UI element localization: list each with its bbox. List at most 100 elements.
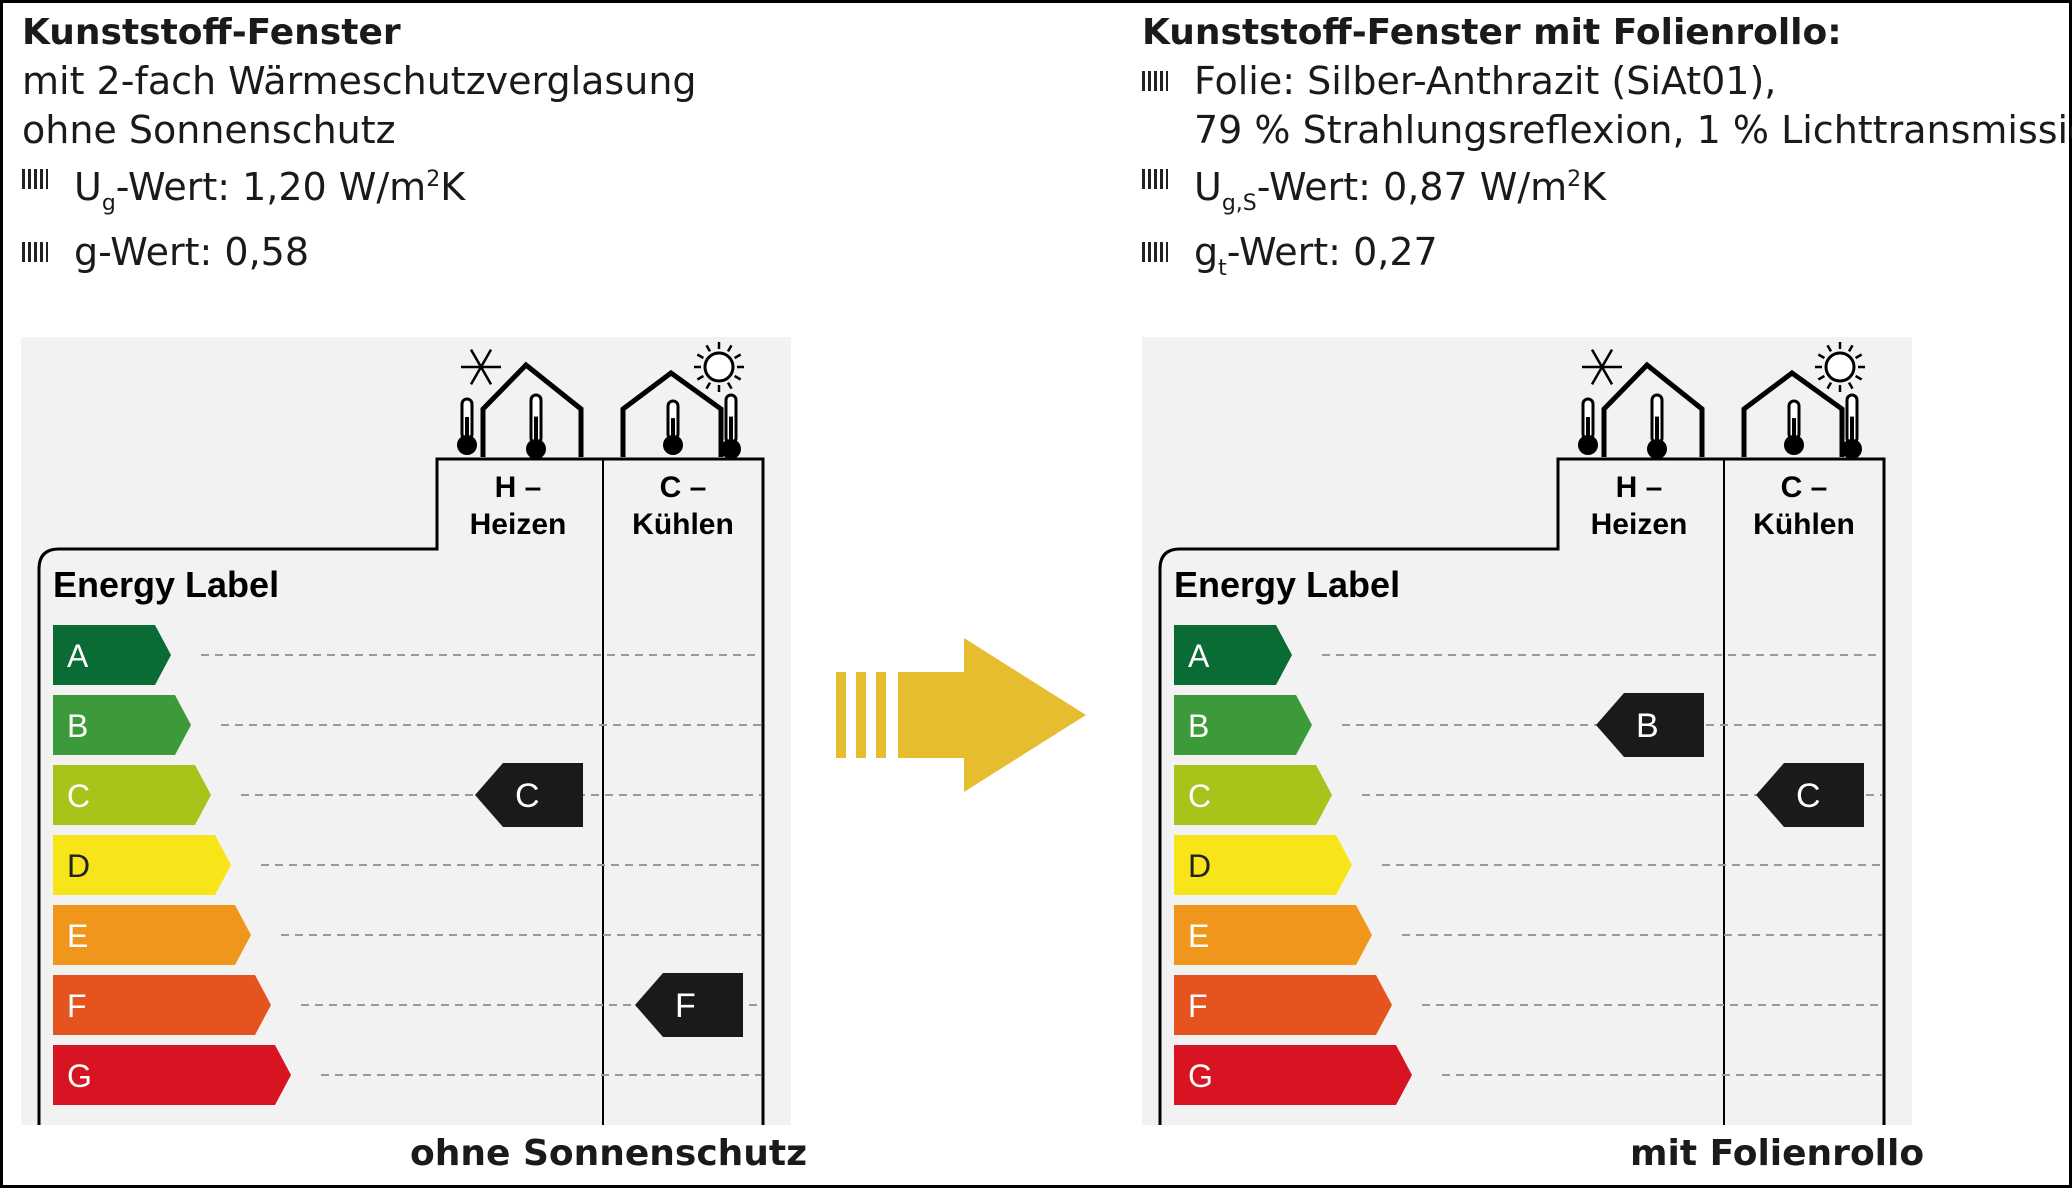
class-bar-b xyxy=(1174,695,1312,755)
sun-ray xyxy=(733,353,742,360)
class-label-d: D xyxy=(67,848,90,884)
sun-ray xyxy=(696,374,705,381)
sun-ray xyxy=(733,374,742,381)
sun-ray xyxy=(726,381,733,390)
thermometer-level xyxy=(671,418,675,443)
energy-label-title: Energy Label xyxy=(53,564,279,605)
cooling-header-line2: Kühlen xyxy=(1753,508,1855,541)
class-label-b: B xyxy=(67,708,88,744)
right-description: Kunststoff-Fenster mit Folienrollo: Foli… xyxy=(1142,8,2072,293)
thermometer-bulb xyxy=(1842,439,1862,459)
thermometer-bulb xyxy=(721,439,741,459)
class-bar-a xyxy=(53,625,171,685)
snowflake-icon xyxy=(469,349,493,385)
thermometer-level xyxy=(465,417,469,443)
label-outline xyxy=(37,457,765,1125)
class-label-e: E xyxy=(67,918,88,954)
class-label-f: F xyxy=(1188,988,1208,1024)
class-bar-g xyxy=(53,1045,291,1105)
cooling-rating-marker xyxy=(635,973,743,1037)
class-label-g: G xyxy=(67,1058,92,1094)
thermometer-level xyxy=(1655,416,1659,447)
thermometer-level xyxy=(1586,417,1590,443)
right-line1: Folie: Silber-Anthrazit (SiAt01), xyxy=(1142,57,2072,106)
heating-header-line2: Heizen xyxy=(470,508,567,541)
caption-right: mit Folienrollo xyxy=(1630,1133,1925,1174)
left-line2: ohne Sonnenschutz xyxy=(22,108,396,152)
class-bar-d xyxy=(1174,835,1352,895)
class-bar-f xyxy=(53,975,271,1035)
cooling-header-line1: C – xyxy=(660,471,707,504)
heating-rating-marker-label: C xyxy=(515,777,540,815)
heating-header-line2: Heizen xyxy=(1591,508,1688,541)
class-label-d: D xyxy=(1188,848,1211,884)
class-label-f: F xyxy=(67,988,87,1024)
house-cooling-icon xyxy=(1741,369,1845,457)
house-heating-icon xyxy=(480,361,584,457)
sun-ray xyxy=(1854,353,1863,360)
sun-ray xyxy=(1854,374,1863,381)
class-bar-e xyxy=(1174,905,1372,965)
cooling-header-line2: Kühlen xyxy=(632,508,734,541)
class-bar-c xyxy=(1174,765,1332,825)
bullet-icon xyxy=(22,242,48,262)
sun-ray xyxy=(1847,344,1854,353)
sun-ray xyxy=(1847,381,1854,390)
class-bar-g xyxy=(1174,1045,1412,1105)
class-label-a: A xyxy=(67,638,89,674)
sun-ray xyxy=(1826,381,1833,390)
left-g-value: g-Wert: 0,58 xyxy=(22,228,697,277)
thermometer-bulb xyxy=(457,435,477,455)
cooling-rating-marker-label: F xyxy=(675,987,696,1025)
arrow-stripe xyxy=(836,672,846,758)
sun-ray xyxy=(726,344,733,353)
right-ug-value: Ug,S-Wert: 0,87 W/m2K xyxy=(1142,155,2072,228)
sun-ray xyxy=(1826,344,1833,353)
thermometer-level xyxy=(534,416,538,447)
sun-ray xyxy=(1817,353,1826,360)
left-line1: mit 2-fach Wärmeschutzverglasung xyxy=(22,59,697,103)
transition-arrow-icon xyxy=(836,638,1086,792)
right-g-value: gt-Wert: 0,27 xyxy=(1142,228,2072,293)
bullet-icon xyxy=(1142,71,1168,91)
thermometer-level xyxy=(1850,416,1854,447)
class-label-e: E xyxy=(1188,918,1209,954)
thermometer-bulb xyxy=(1784,435,1804,455)
snowflake-icon xyxy=(1590,349,1614,385)
caption-left: ohne Sonnenschutz xyxy=(410,1133,808,1174)
left-ug-value: Ug-Wert: 1,20 W/m2K xyxy=(22,155,697,228)
left-title: Kunststoff-Fenster xyxy=(22,12,401,53)
heating-rating-marker xyxy=(475,763,583,827)
class-bar-b xyxy=(53,695,191,755)
arrow-head xyxy=(898,638,1086,792)
thermometer-bulb xyxy=(526,439,546,459)
heating-header-line1: H – xyxy=(495,471,542,504)
bullet-icon xyxy=(22,169,48,189)
class-bar-d xyxy=(53,835,231,895)
class-label-b: B xyxy=(1188,708,1209,744)
sun-icon xyxy=(703,351,735,383)
sun-ray xyxy=(696,353,705,360)
bullet-icon xyxy=(1142,242,1168,262)
right-line2: 79 % Strahlungsreflexion, 1 % Lichttrans… xyxy=(1194,108,2072,152)
thermometer-bulb xyxy=(1647,439,1667,459)
class-bar-a xyxy=(1174,625,1292,685)
heating-header-line1: H – xyxy=(1616,471,1663,504)
sun-ray xyxy=(705,381,712,390)
thermometer-bulb xyxy=(663,435,683,455)
heating-rating-marker xyxy=(1596,693,1704,757)
thermometer-level xyxy=(1792,418,1796,443)
thermometer-bulb xyxy=(1578,435,1598,455)
cooling-header-line1: C – xyxy=(1781,471,1828,504)
class-label-g: G xyxy=(1188,1058,1213,1094)
right-title: Kunststoff-Fenster mit Folienrollo: xyxy=(1142,12,1842,53)
sun-ray xyxy=(1817,374,1826,381)
arrow-stripe xyxy=(856,672,866,758)
class-label-c: C xyxy=(67,778,90,814)
class-bar-c xyxy=(53,765,211,825)
class-label-c: C xyxy=(1188,778,1211,814)
label-outline xyxy=(1158,457,1886,1125)
